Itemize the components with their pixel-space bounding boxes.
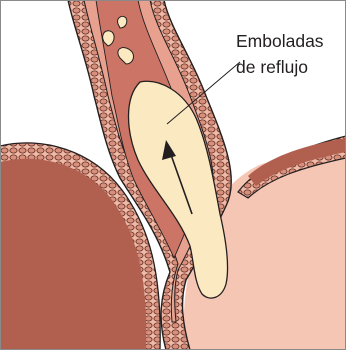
annotation-label-line1: Emboladas [236,30,324,52]
reflux-droplet-2 [118,16,127,28]
annotation-label-line2: de reflujo [236,56,308,78]
left-organ-interior [0,159,146,350]
